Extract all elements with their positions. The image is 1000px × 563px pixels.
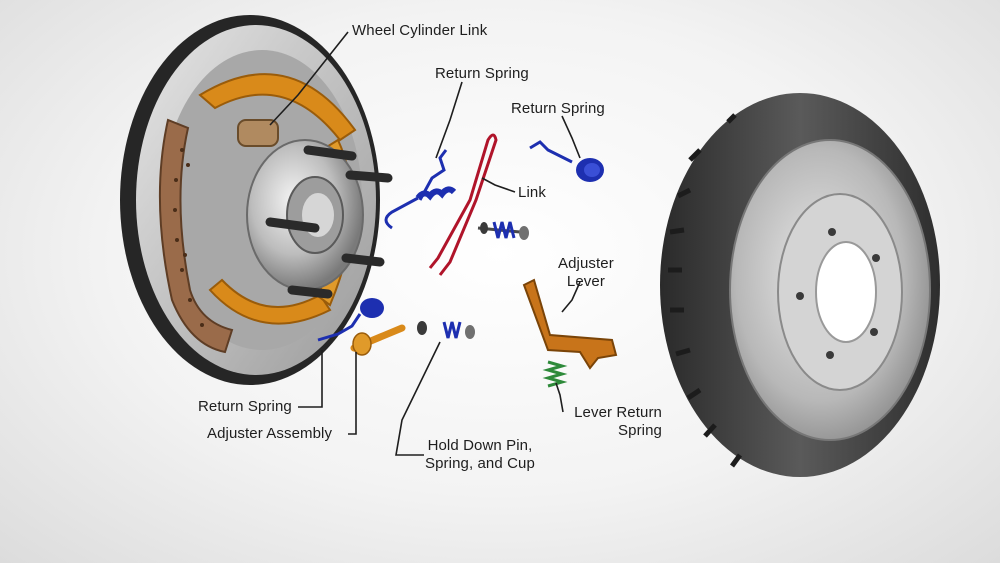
label-return-spring-right: Return Spring [511, 100, 605, 117]
adjuster-assembly [350, 324, 406, 356]
brake-drum [660, 93, 940, 477]
lever-return-spring [542, 360, 568, 388]
hold-down-pin-upper [477, 221, 529, 240]
hold-down-pin-lower [417, 321, 475, 339]
label-adjuster-assembly: Adjuster Assembly [207, 425, 333, 442]
label-adjuster-lever: Adjuster Lever [558, 255, 614, 290]
leader-lines [269, 31, 581, 456]
adjuster-lever [522, 278, 618, 370]
return-spring-top [384, 149, 457, 230]
wheel-cylinder [237, 119, 279, 147]
brake-backing-plate-assembly [120, 15, 393, 385]
link-rod [428, 133, 498, 276]
wheel-studs [265, 145, 393, 299]
label-wheel-cylinder-link: Wheel Cylinder Link [352, 22, 488, 39]
label-hold-down-pin: Hold Down Pin, Spring, and Cup [425, 437, 535, 472]
return-spring-right [529, 140, 604, 182]
label-return-spring-bottom: Return Spring [198, 398, 292, 415]
label-link: Link [518, 184, 546, 201]
return-spring-bottom [317, 298, 384, 342]
brake-shoe-lining [158, 118, 234, 354]
label-return-spring-top: Return Spring [435, 65, 529, 82]
label-lever-return-spring: Lever Return Spring [574, 404, 662, 439]
